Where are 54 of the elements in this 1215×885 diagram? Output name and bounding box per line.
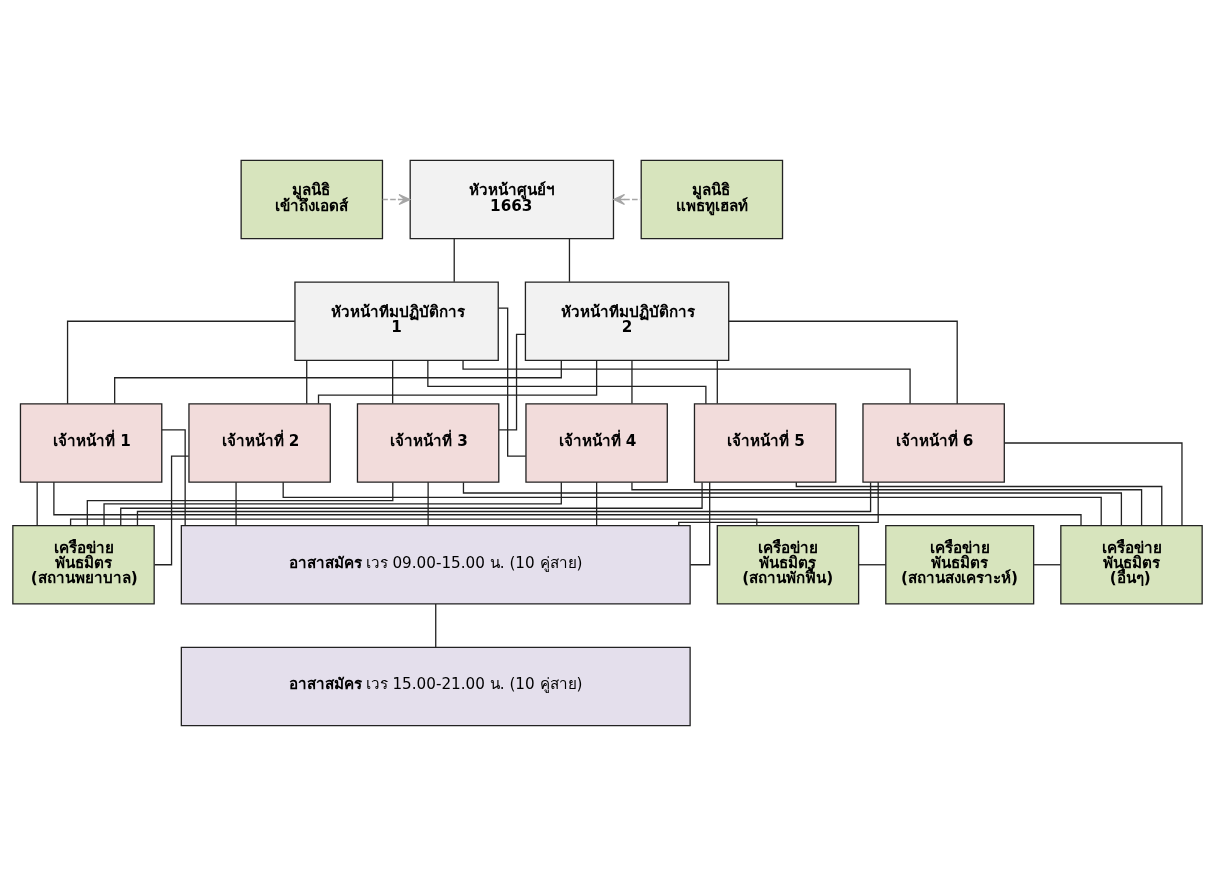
connector xyxy=(1033,563,1061,565)
arrow xyxy=(612,193,642,205)
node-box: เจ้าหน้าที่ 6 xyxy=(862,402,1005,483)
connector xyxy=(114,359,562,404)
connector xyxy=(36,481,38,526)
connector xyxy=(1003,441,1183,526)
connector xyxy=(568,237,571,282)
connector xyxy=(435,602,437,648)
connector xyxy=(498,333,526,431)
connector xyxy=(631,481,1143,526)
connector xyxy=(53,481,1082,526)
connector xyxy=(161,428,186,526)
node-box: เจ้าหน้าที่ 4 xyxy=(525,402,668,483)
connector xyxy=(120,481,703,526)
node-box: หัวหน้าทีมปฏิบัติการ 2 xyxy=(524,280,730,361)
node-box: อาสาสมัคร เวร 09.00-15.00 น. (10 คู่สาย) xyxy=(180,524,691,605)
node-box: มูลนิธิ แพธทูเฮลท์ xyxy=(640,159,784,239)
connector xyxy=(678,481,879,526)
connector xyxy=(716,359,718,404)
connector xyxy=(427,481,429,526)
node-box: หัวหน้าทีมปฏิบัติการ 1 xyxy=(294,280,499,361)
node-box: เจ้าหน้าที่ 5 xyxy=(693,402,837,483)
connector xyxy=(596,481,598,526)
node-box: เครือข่าย พันธมิตร (อื่นๆ) xyxy=(1060,524,1203,605)
node-box: อาสาสมัคร เวร 15.00-21.00 น. (10 คู่สาย) xyxy=(180,646,691,726)
node-box: มูลนิธิ เข้าถึงเอดส์ xyxy=(240,159,384,239)
node-box: เครือข่าย พันธมิตร (สถานสงเคราะห์) xyxy=(885,524,1035,605)
connector xyxy=(103,481,562,526)
connector xyxy=(728,320,958,404)
connector xyxy=(453,237,455,282)
connector xyxy=(462,359,911,404)
connector xyxy=(136,481,872,526)
node-box: เจ้าหน้าที่ 3 xyxy=(356,402,500,483)
connector xyxy=(427,359,707,404)
node-box: หัวหน้าศูนย์ฯ 1663 xyxy=(409,159,615,239)
connector xyxy=(282,481,1102,526)
node-box: เจ้าหน้าที่ 2 xyxy=(188,402,331,483)
node-box: เครือข่าย พันธมิตร (สถานพักฟื้น) xyxy=(716,524,860,605)
node-box: เจ้าหน้าที่ 1 xyxy=(19,402,163,483)
connector xyxy=(69,517,758,526)
connector xyxy=(689,481,711,565)
node-box: เครือข่าย พันธมิตร (สถานพยาบาล) xyxy=(12,524,155,605)
connector xyxy=(235,481,237,526)
connector xyxy=(631,359,633,404)
connector xyxy=(66,320,296,404)
connector xyxy=(795,481,1163,526)
connector xyxy=(306,359,308,404)
connector xyxy=(858,563,887,565)
connector xyxy=(497,307,527,457)
connector xyxy=(317,359,598,404)
connector xyxy=(86,481,394,526)
arrow xyxy=(381,193,411,205)
connector xyxy=(462,481,1123,526)
connector xyxy=(392,359,394,404)
